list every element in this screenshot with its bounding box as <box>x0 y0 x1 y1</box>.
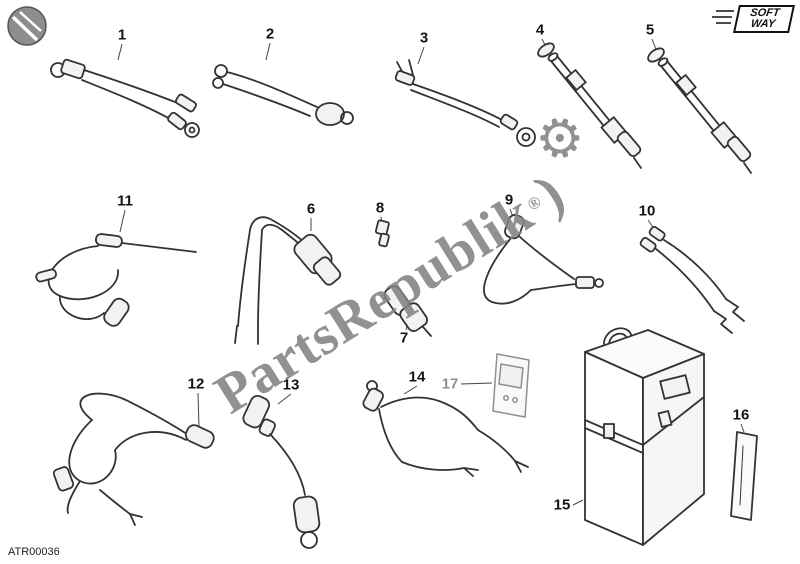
part-8-art <box>374 219 390 248</box>
part-16-art <box>730 431 758 521</box>
part-1-art <box>50 58 200 138</box>
part-6-art <box>234 216 342 345</box>
part-10-art <box>639 225 745 334</box>
part-5-art <box>647 47 752 174</box>
softway-logo-line2: WAY <box>749 18 776 30</box>
part-7-art <box>383 285 432 337</box>
part-12-art <box>52 392 215 526</box>
part-3-art <box>394 59 536 147</box>
part-15-art <box>584 327 705 546</box>
softway-speedlines <box>712 10 734 24</box>
part-17-art <box>492 353 530 418</box>
softway-logo: SOFT WAY <box>733 5 795 33</box>
part-2-art <box>212 64 354 126</box>
part-13-art <box>242 395 321 549</box>
brand-emblem-icon <box>7 6 47 46</box>
part-11-art <box>35 233 197 327</box>
part-9-art <box>483 214 604 305</box>
diagram-code: ATR00036 <box>8 546 60 558</box>
part-4-art <box>537 42 642 169</box>
part-14-art <box>362 380 529 477</box>
